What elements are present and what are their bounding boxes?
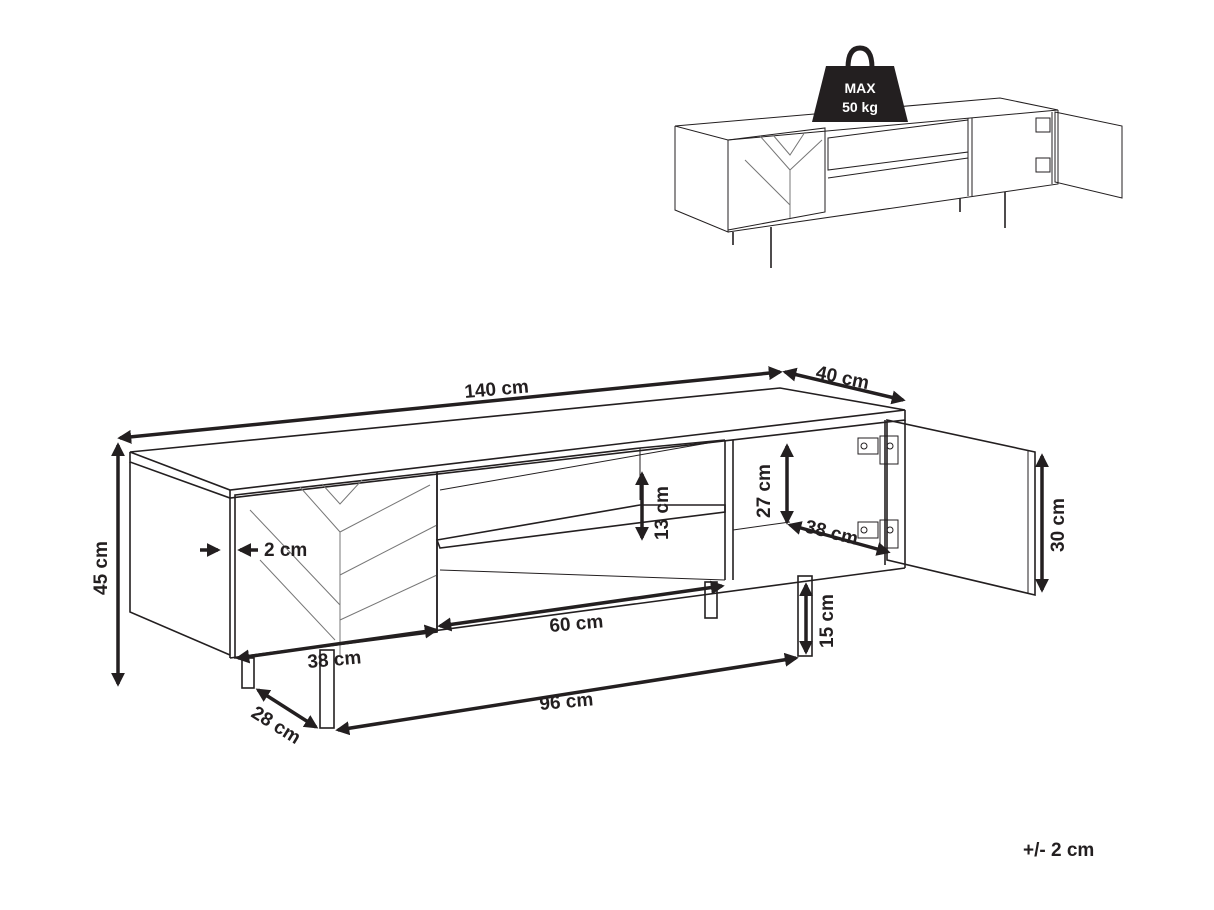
depth-label: 40 cm [814,362,871,394]
height-label: 45 cm [91,541,112,595]
max-weight-icon: MAX 50 kg [812,45,908,122]
max-label: MAX [844,80,876,96]
hinge-icon [857,435,899,465]
shelf-height-label: 13 cm [652,486,673,540]
thumbnail-cabinet [674,97,1123,268]
tolerance-note: +/- 2 cm [1023,840,1094,861]
leg-span-depth-label: 28 cm [247,702,304,748]
right-compartment-height-label: 27 cm [754,464,775,518]
open-section-width-label: 60 cm [549,611,605,637]
right-compartment-depth-label: 38 cm [803,516,860,549]
hinge-icon [1035,157,1051,173]
frame-offset-label: 2 cm [264,540,307,561]
leg-height-label: 15 cm [817,594,838,648]
hinge-icon [1035,117,1051,133]
door-height-label: 30 cm [1048,498,1069,552]
dimension-lines [111,366,1049,736]
max-weight-value: 50 kg [842,99,878,115]
left-door-width-label: 38 cm [307,647,363,673]
leg-span-width-label: 96 cm [539,689,595,715]
